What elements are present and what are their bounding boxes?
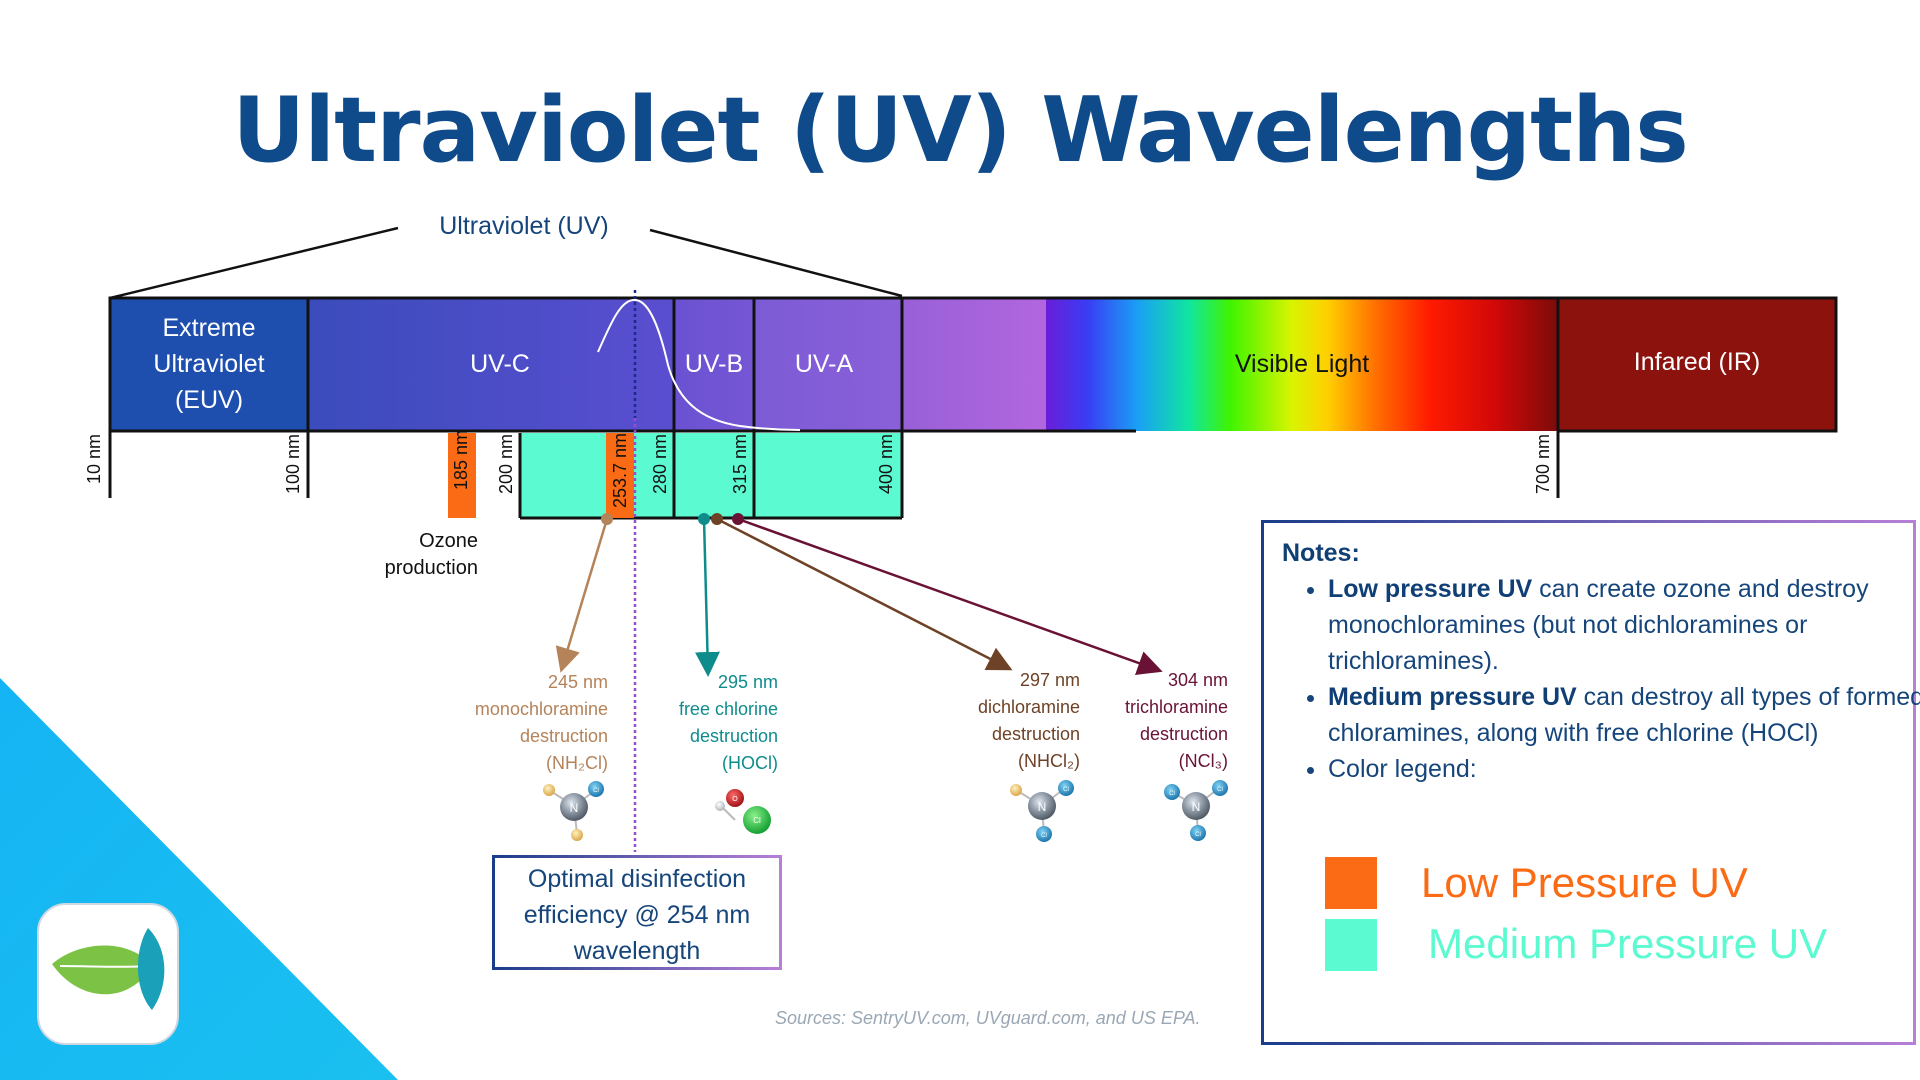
molecule-nhcl2-icon: N Cl Cl [1010, 780, 1074, 842]
svg-text:Cl: Cl [593, 788, 599, 794]
svg-text:N: N [1038, 800, 1047, 814]
page-title: Ultraviolet (UV) Wavelengths [232, 78, 1689, 183]
tick-label-280: 280 nm [650, 433, 670, 494]
dot-di [711, 513, 723, 525]
tick-label-100: 100 nm [283, 433, 303, 494]
tick-label-315: 315 nm [730, 433, 750, 494]
legend-swatch-medium [1325, 919, 1377, 971]
band-near-visible [902, 298, 1046, 431]
tick-label-400: 400 nm [876, 433, 896, 494]
low-pressure-185 [448, 433, 476, 518]
legend-label-low: Low Pressure UV [1421, 859, 1748, 906]
uv-bracket-left-line [109, 226, 399, 300]
optimal-disinfection-box: Optimal disinfection efficiency @ 254 nm… [492, 855, 782, 970]
uv-bracket-label: Ultraviolet (UV) [439, 212, 609, 240]
dot-free [698, 513, 710, 525]
tick-label-200: 200 nm [496, 433, 516, 494]
ozone-label: Ozone production [384, 530, 478, 579]
band-label-uvc: UV-C [470, 350, 530, 378]
legend-swatch-low [1325, 857, 1377, 909]
low-pressure-2537 [606, 433, 634, 518]
svg-text:N: N [1192, 800, 1201, 814]
note-medium-pressure: Medium pressure UV can destroy all types… [1328, 679, 1920, 751]
band-ir [1558, 298, 1836, 431]
ir-band-border [1556, 296, 1838, 433]
notes-panel: Notes: Low pressure UV can create ozone … [1261, 520, 1920, 1045]
band-uvb [674, 298, 754, 431]
atom-n-label: N [570, 801, 579, 815]
leaf-logo-icon [37, 903, 179, 1045]
tick-label-700: 700 nm [1533, 433, 1553, 494]
molecule-nh2cl-icon: N Cl [543, 781, 604, 841]
note-low-pressure: Low pressure UV can create ozone and des… [1328, 571, 1920, 679]
band-label-visible: Visible Light [1234, 350, 1370, 378]
band-label-uvb: UV-B [684, 350, 744, 378]
svg-text:Cl: Cl [1169, 791, 1175, 797]
dot-mono [601, 513, 613, 525]
molecule-hocl-icon: O Cl [715, 789, 771, 834]
arrow-tri [737, 517, 1163, 675]
medium-pressure-range [520, 433, 902, 518]
molecule-ncl3-icon: N Cl Cl Cl [1164, 780, 1228, 841]
note-color-legend: Color legend: [1328, 751, 1920, 787]
svg-text:Cl: Cl [753, 816, 761, 825]
arrow-free [694, 518, 720, 677]
band-label-uva: UV-A [794, 350, 854, 378]
band-euv [110, 298, 308, 431]
tick-label-185: 185 nm [451, 429, 471, 490]
annotation-dichloramine: 297 nm dichloramine destruction (NHCl₂) [977, 670, 1080, 771]
tick-label-2537: 253.7 nm [610, 432, 630, 508]
band-label-euv: Extreme Ultraviolet (EUV) [153, 314, 265, 414]
svg-text:Cl: Cl [1041, 833, 1047, 839]
band-visible [1046, 298, 1558, 431]
svg-text:Cl: Cl [1063, 787, 1069, 793]
uv-bracket-right-line [649, 228, 903, 298]
legend-label-medium: Medium Pressure UV [1428, 920, 1828, 967]
band-label-ir: Infared (IR) [1633, 348, 1761, 376]
svg-text:Cl: Cl [1195, 832, 1201, 838]
arrow-mono [555, 518, 609, 673]
annotation-trichloramine: 304 nm trichloramine destruction (NCl₃) [1124, 670, 1228, 771]
band-uva [754, 298, 902, 431]
absorption-curve [597, 298, 801, 431]
annotation-free-chlorine: 295 nm free chlorine destruction (HOCl) [678, 672, 778, 773]
notes-heading: Notes: [1282, 539, 1360, 567]
tick-label-10: 10 nm [84, 433, 104, 484]
svg-text:Cl: Cl [1217, 787, 1223, 793]
notes-list: Low pressure UV can create ozone and des… [1278, 571, 1920, 787]
svg-text:O: O [732, 796, 738, 803]
dot-tri [732, 513, 744, 525]
annotation-monochloramine: 245 nm monochloramine destruction (NH₂Cl… [474, 672, 608, 773]
arrow-di [716, 517, 1013, 671]
sources-note: Sources: SentryUV.com, UVguard.com, and … [775, 1008, 1201, 1028]
